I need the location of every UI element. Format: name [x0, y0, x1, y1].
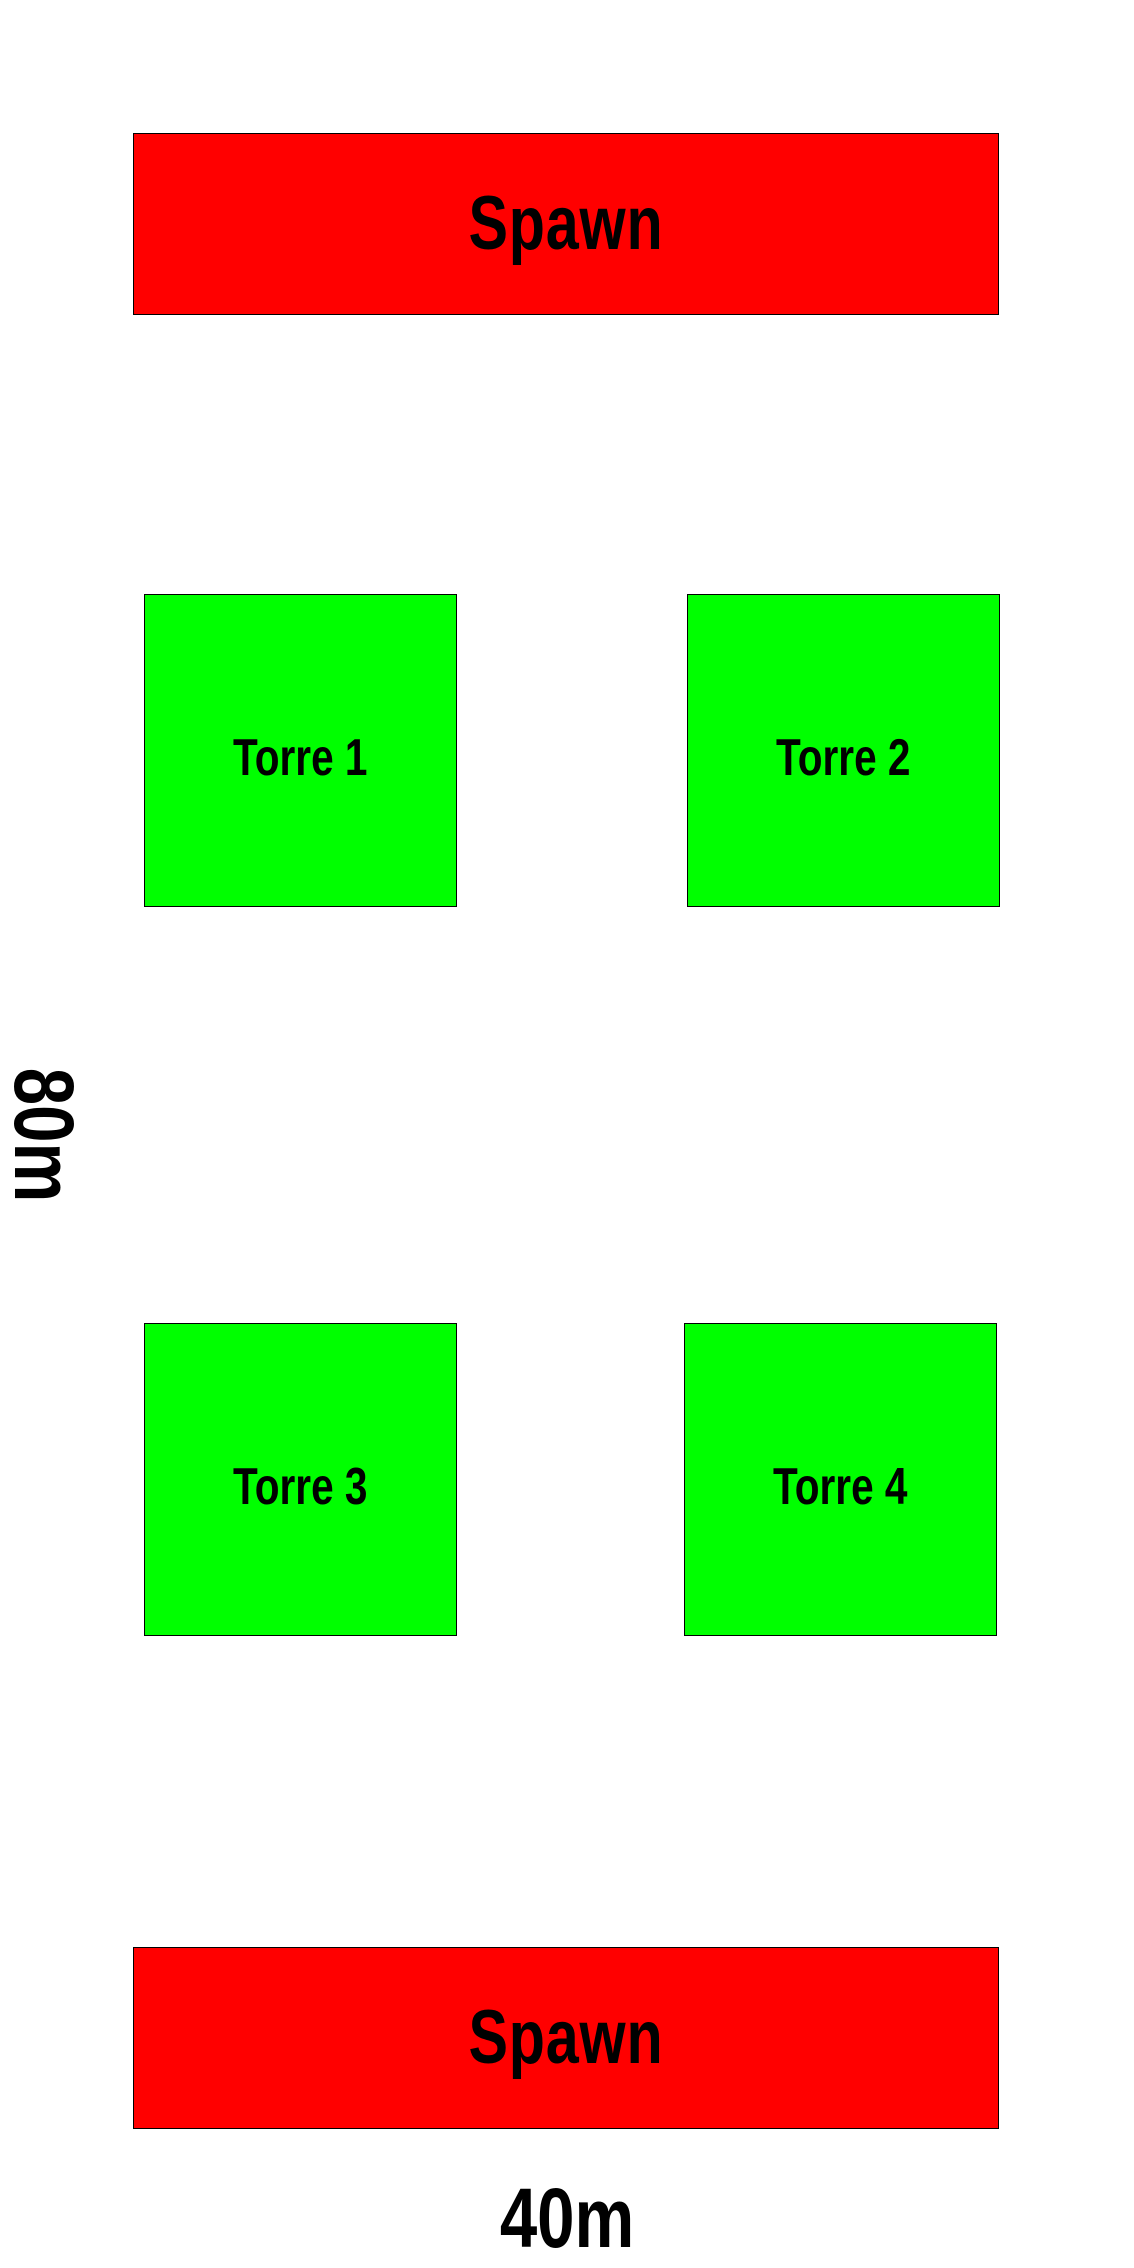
- spawn-zone-top: Spawn: [133, 133, 999, 315]
- spawn-zone-bottom: Spawn: [133, 1947, 999, 2129]
- tower-zone-1: Torre 1: [144, 594, 457, 907]
- tower-label-4: Torre 4: [773, 1457, 908, 1516]
- width-dimension: 40m: [0, 2176, 1134, 2260]
- tower-label-3: Torre 3: [233, 1457, 368, 1516]
- tower-zone-4: Torre 4: [684, 1323, 997, 1636]
- spawn-label-bottom: Spawn: [468, 1995, 664, 2080]
- width-dimension-label: 40m: [499, 2171, 635, 2265]
- height-dimension-label: 80m: [0, 1067, 91, 1203]
- tower-label-1: Torre 1: [233, 728, 368, 787]
- tower-zone-3: Torre 3: [144, 1323, 457, 1636]
- tower-zone-2: Torre 2: [687, 594, 1000, 907]
- spawn-label-top: Spawn: [468, 181, 664, 266]
- tower-label-2: Torre 2: [776, 728, 911, 787]
